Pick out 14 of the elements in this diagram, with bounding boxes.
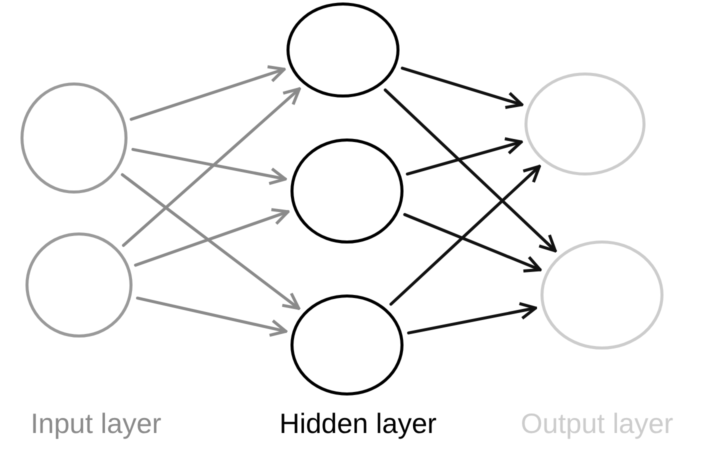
arrow — [403, 213, 542, 273]
arrow — [407, 302, 538, 334]
arrow — [384, 88, 557, 252]
arrow — [406, 137, 523, 176]
arrow — [400, 66, 524, 109]
arrow — [136, 296, 288, 337]
arrow — [120, 173, 300, 310]
arrow — [389, 164, 541, 306]
layer-label: Hidden layer — [278, 408, 438, 440]
arrow — [134, 208, 290, 267]
arrow — [131, 148, 287, 186]
layer-label: Input layer — [30, 408, 162, 440]
arrow — [122, 87, 301, 247]
arrow — [130, 65, 286, 121]
